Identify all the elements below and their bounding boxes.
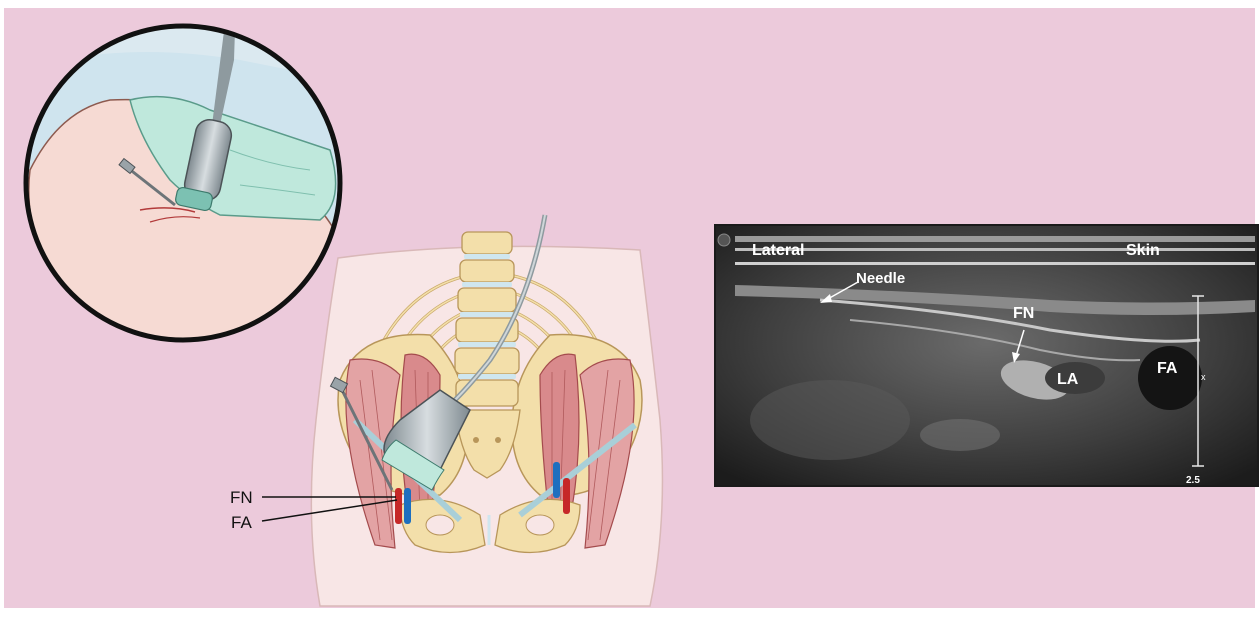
us-la-label: LA: [1057, 371, 1079, 388]
us-depth-label: 2.5: [1186, 475, 1200, 486]
us-depth-marker: x: [1201, 372, 1206, 382]
fn-label: FN: [230, 488, 253, 507]
fa-label: FA: [231, 513, 252, 532]
us-fn-label: FN: [1013, 305, 1034, 322]
us-needle-label: Needle: [856, 270, 905, 287]
us-lateral-label: Lateral: [752, 242, 804, 259]
us-fa-label: FA: [1157, 360, 1178, 377]
pelvis-diagram: [311, 215, 662, 606]
us-skin-label: Skin: [1126, 242, 1160, 259]
ultrasound-image: Lateral Skin Needle FN LA FA x 2.5: [714, 224, 1259, 487]
